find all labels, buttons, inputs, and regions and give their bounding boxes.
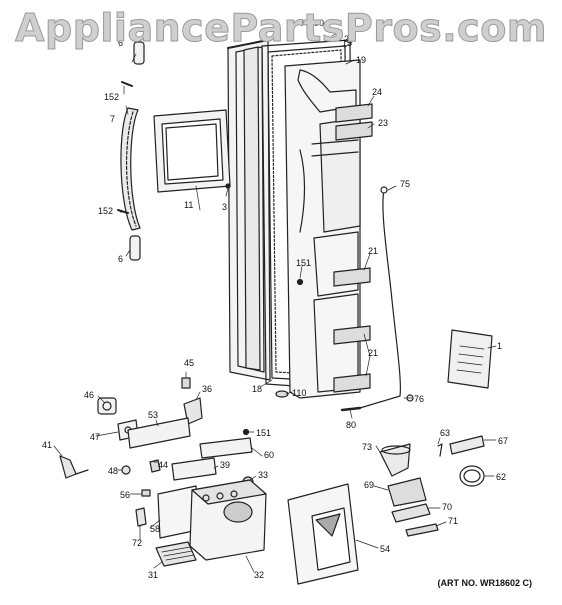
callout-15: 15 — [342, 38, 352, 48]
part-67-bracket — [449, 435, 485, 455]
callout-2: 2 — [344, 34, 349, 44]
callout-63: 63 — [440, 428, 450, 438]
callout-152-bottom: 152 — [98, 206, 113, 216]
callout-60: 60 — [264, 450, 274, 460]
dispenser-recess-54 — [287, 483, 359, 585]
callout-labels: 1 90 2 15 19 24 23 75 21 21 151 76 80 11… — [42, 18, 508, 580]
part-53-cover — [127, 417, 191, 449]
callout-151-lower: 151 — [256, 428, 271, 438]
part-36-switch — [183, 397, 203, 425]
door-bin-23 — [335, 121, 373, 141]
callout-44: 44 — [158, 460, 168, 470]
part-46-actuator — [97, 397, 117, 415]
drip-tray-grille — [155, 541, 197, 567]
callout-24: 24 — [372, 87, 382, 97]
door-bin-21-lower — [333, 325, 371, 393]
callout-70: 70 — [442, 502, 452, 512]
part-71-bar — [405, 523, 439, 537]
handle-end-cap-top — [133, 41, 145, 65]
part-56 — [141, 489, 151, 497]
callout-19: 19 — [356, 55, 366, 65]
callout-11: 11 — [184, 200, 193, 210]
part-44 — [149, 459, 161, 473]
part-70-flap — [391, 503, 431, 523]
callout-62: 62 — [496, 472, 506, 482]
callout-18: 18 — [252, 384, 262, 394]
door-bin-21-upper — [333, 267, 371, 287]
part-45 — [181, 377, 191, 389]
door-liner — [284, 59, 361, 399]
callout-33: 33 — [258, 470, 268, 480]
callout-21-lower: 21 — [368, 348, 378, 358]
callout-23: 23 — [378, 118, 388, 128]
part-41-lever — [59, 455, 89, 479]
door-handle — [120, 107, 141, 231]
callout-41: 41 — [42, 440, 52, 450]
callout-3: 3 — [222, 202, 227, 212]
callout-151-upper: 151 — [296, 258, 311, 268]
seal-ring-62 — [459, 465, 485, 487]
callout-47: 47 — [90, 432, 100, 442]
callout-21-upper: 21 — [368, 246, 378, 256]
dispenser-housing-32 — [189, 479, 267, 561]
callout-76: 76 — [414, 394, 424, 404]
part-63 — [437, 443, 443, 457]
callout-80: 80 — [346, 420, 356, 430]
callout-90: 90 — [314, 18, 324, 28]
door-outer-panel — [227, 39, 271, 381]
callout-32: 32 — [254, 570, 264, 580]
leader-lines — [53, 29, 497, 573]
callout-56: 56 — [120, 490, 130, 500]
callout-71: 71 — [448, 516, 458, 526]
callout-6-bottom: 6 — [118, 254, 123, 264]
callout-45: 45 — [184, 358, 194, 368]
part-60-bracket — [199, 437, 253, 459]
water-tube — [340, 186, 414, 412]
callout-6-top: 6 — [118, 38, 123, 48]
callout-69: 69 — [364, 480, 374, 490]
ice-chute-73 — [379, 443, 411, 477]
callout-48: 48 — [108, 466, 118, 476]
part-69-door — [387, 477, 427, 507]
screw-152-top — [121, 81, 133, 87]
screw-152-bottom — [117, 209, 129, 214]
callout-58: 58 — [150, 524, 160, 534]
hinge-bushing — [275, 390, 289, 398]
callout-53: 53 — [148, 410, 158, 420]
callout-73: 73 — [362, 442, 372, 452]
part-72 — [135, 507, 147, 527]
callout-39: 39 — [220, 460, 230, 470]
callout-72: 72 — [132, 538, 142, 548]
part-39-housing — [171, 457, 217, 481]
screw-3 — [225, 183, 231, 189]
callout-7: 7 — [110, 114, 115, 124]
callout-31: 31 — [148, 570, 158, 580]
callout-46: 46 — [84, 390, 94, 400]
callout-75: 75 — [400, 179, 410, 189]
door-bin-24 — [335, 103, 373, 123]
callout-152-top: 152 — [104, 92, 119, 102]
callout-1: 1 — [497, 341, 502, 351]
wiring-label-card — [447, 329, 493, 389]
part-48 — [121, 465, 131, 475]
callout-36: 36 — [202, 384, 212, 394]
screw-151-upper — [296, 278, 304, 286]
callout-110: 110 — [292, 388, 306, 398]
handle-end-cap-bottom — [129, 235, 141, 261]
callout-67: 67 — [498, 436, 508, 446]
callout-54: 54 — [380, 544, 390, 554]
dispenser-trim-frame — [153, 109, 231, 193]
art-number: (ART NO. WR18602 C) — [437, 578, 532, 588]
